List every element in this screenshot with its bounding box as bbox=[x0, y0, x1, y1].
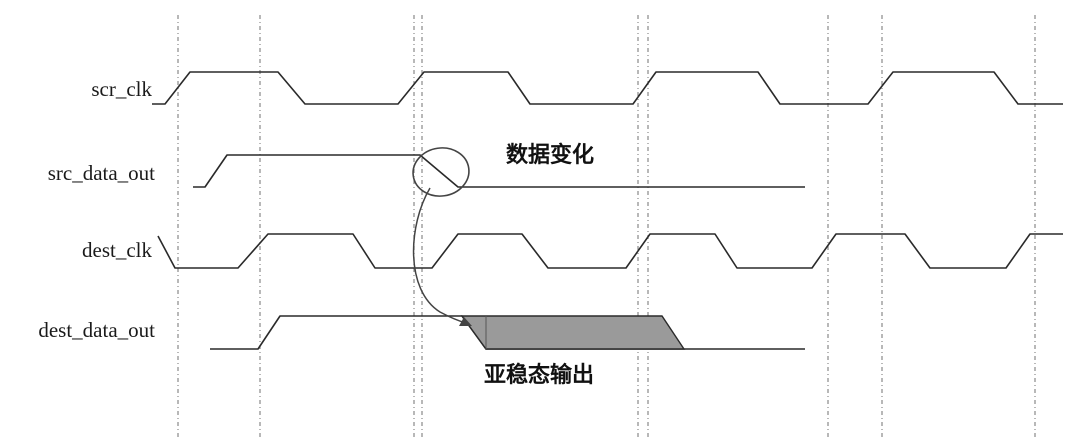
guide-lines bbox=[177, 15, 1036, 440]
signal-label-src-data-out: src_data_out bbox=[48, 161, 155, 185]
signal-label-dest-data-out: dest_data_out bbox=[38, 318, 155, 342]
waveform-scr-clk bbox=[152, 71, 1063, 105]
data-change-ellipse bbox=[412, 147, 470, 197]
arrow-head bbox=[459, 317, 472, 326]
signal-label-dest-clk: dest_clk bbox=[82, 238, 152, 262]
causal-arrow bbox=[412, 187, 467, 324]
waveform-dest-clk bbox=[157, 233, 1063, 269]
waveform-src-data-out bbox=[193, 154, 805, 188]
metastable-region bbox=[460, 315, 686, 350]
annotation-data-change: 数据变化 bbox=[506, 142, 594, 168]
signal-label-scr-clk: scr_clk bbox=[91, 77, 152, 101]
annotation-metastable-output: 亚稳态输出 bbox=[484, 362, 594, 388]
